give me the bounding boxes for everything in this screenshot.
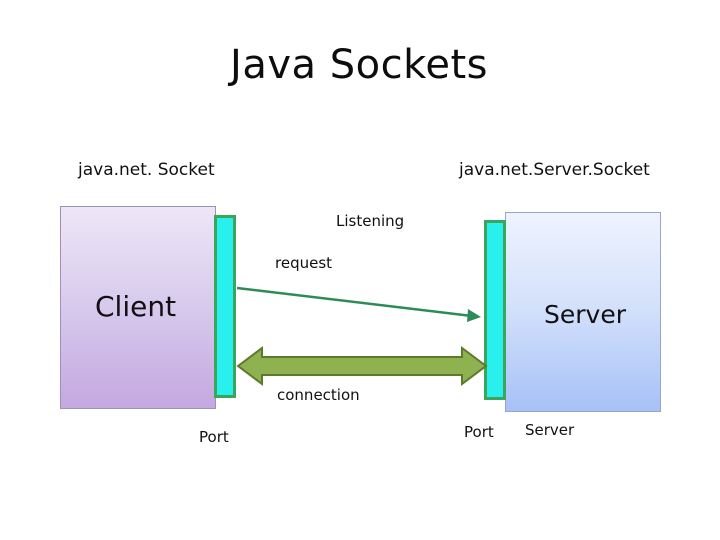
client-socket-heading: java.net. Socket [78,160,215,180]
client-box [60,206,216,409]
client-port [214,215,236,398]
request-arrowhead [467,309,481,322]
connection-arrow [236,346,488,386]
server-box [505,212,661,412]
server-caption: Server [525,421,575,439]
server-socket-heading: java.net.Server.Socket [459,160,650,180]
request-arrow [236,286,473,318]
client-label: Client [95,290,177,323]
client-port-label: Port [199,428,229,446]
page-title: Java Sockets [230,42,488,88]
request-label: request [275,254,333,272]
server-port-label: Port [464,423,494,441]
listening-label: Listening [336,212,405,230]
connection-label: connection [277,386,360,404]
server-label: Server [544,300,626,329]
server-port [484,220,506,400]
